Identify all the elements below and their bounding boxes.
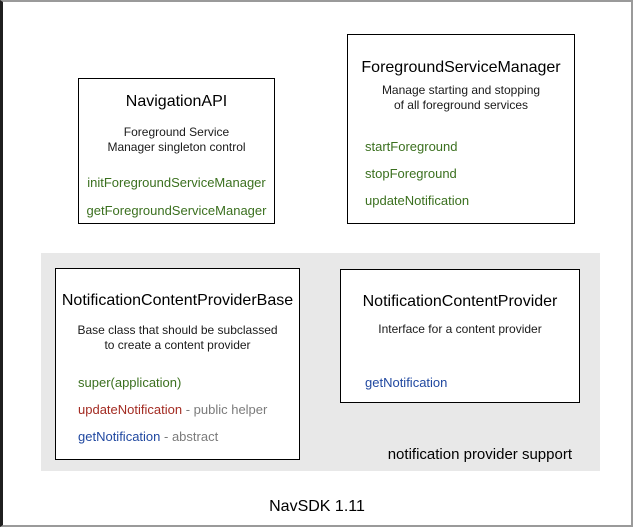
- description-line: Manager singleton control: [107, 139, 246, 154]
- description-line: Manage starting and stopping: [381, 83, 541, 97]
- method-updatenotification: updateNotification: [365, 193, 574, 208]
- method-getnotification: getNotification: [365, 375, 579, 390]
- class-description: Interface for a content provider: [341, 322, 579, 337]
- method-label: getForegroundServiceManager: [86, 203, 267, 218]
- class-description: Manage starting and stopping of all fore…: [348, 83, 574, 112]
- method-label: updateNotification: [365, 193, 470, 208]
- description-line: Foreground Service: [123, 125, 230, 139]
- method-list: getNotification: [341, 375, 579, 390]
- class-box-foreground-service-manager: ForegroundServiceManager Manage starting…: [347, 34, 575, 224]
- method-label: getNotification: [365, 374, 448, 390]
- diagram-caption: NavSDK 1.11: [269, 498, 365, 515]
- class-box-notification-content-provider: NotificationContentProvider Interface fo…: [340, 269, 580, 403]
- class-box-notification-content-provider-base: NotificationContentProviderBase Base cla…: [55, 268, 300, 460]
- description-line: Base class that should be subclassed: [77, 323, 278, 337]
- class-box-navigation-api: NavigationAPI Foreground Service Manager…: [78, 78, 275, 224]
- group-label: notification provider support: [387, 446, 572, 463]
- class-title: NotificationContentProvider: [362, 293, 558, 310]
- method-super-application: super(application): [78, 375, 299, 390]
- class-description: Base class that should be subclassed to …: [56, 323, 299, 352]
- class-title: ForegroundServiceManager: [361, 59, 561, 76]
- class-description: Foreground Service Manager singleton con…: [79, 125, 274, 154]
- method-label: stopForeground: [365, 166, 457, 181]
- method-label: updateNotification: [78, 402, 183, 417]
- method-getforegroundservicemanager: getForegroundServiceManager: [79, 203, 274, 218]
- method-startforeground: startForeground: [365, 139, 574, 154]
- method-label: startForeground: [365, 139, 458, 154]
- description-line: of all foreground services: [393, 97, 529, 112]
- method-list: initForegroundServiceManager getForegrou…: [79, 175, 274, 218]
- method-stopforeground: stopForeground: [365, 166, 574, 181]
- method-label: super(application): [78, 375, 182, 390]
- method-label: initForegroundServiceManager: [87, 175, 266, 190]
- method-list: super(application) updateNotification - …: [56, 375, 299, 444]
- method-annotation: - abstract: [160, 429, 219, 444]
- class-title: NavigationAPI: [125, 93, 228, 110]
- method-initforegroundservicemanager: initForegroundServiceManager: [79, 175, 274, 190]
- description-line: Interface for a content provider: [378, 322, 542, 336]
- method-updatenotification: updateNotification - public helper: [78, 402, 299, 417]
- class-title: NotificationContentProviderBase: [61, 292, 294, 309]
- method-getnotification: getNotification - abstract: [78, 429, 299, 444]
- method-annotation: - public helper: [182, 402, 268, 417]
- method-label: getNotification: [78, 429, 161, 444]
- method-list: startForeground stopForeground updateNot…: [348, 139, 574, 208]
- description-line: to create a content provider: [104, 337, 251, 352]
